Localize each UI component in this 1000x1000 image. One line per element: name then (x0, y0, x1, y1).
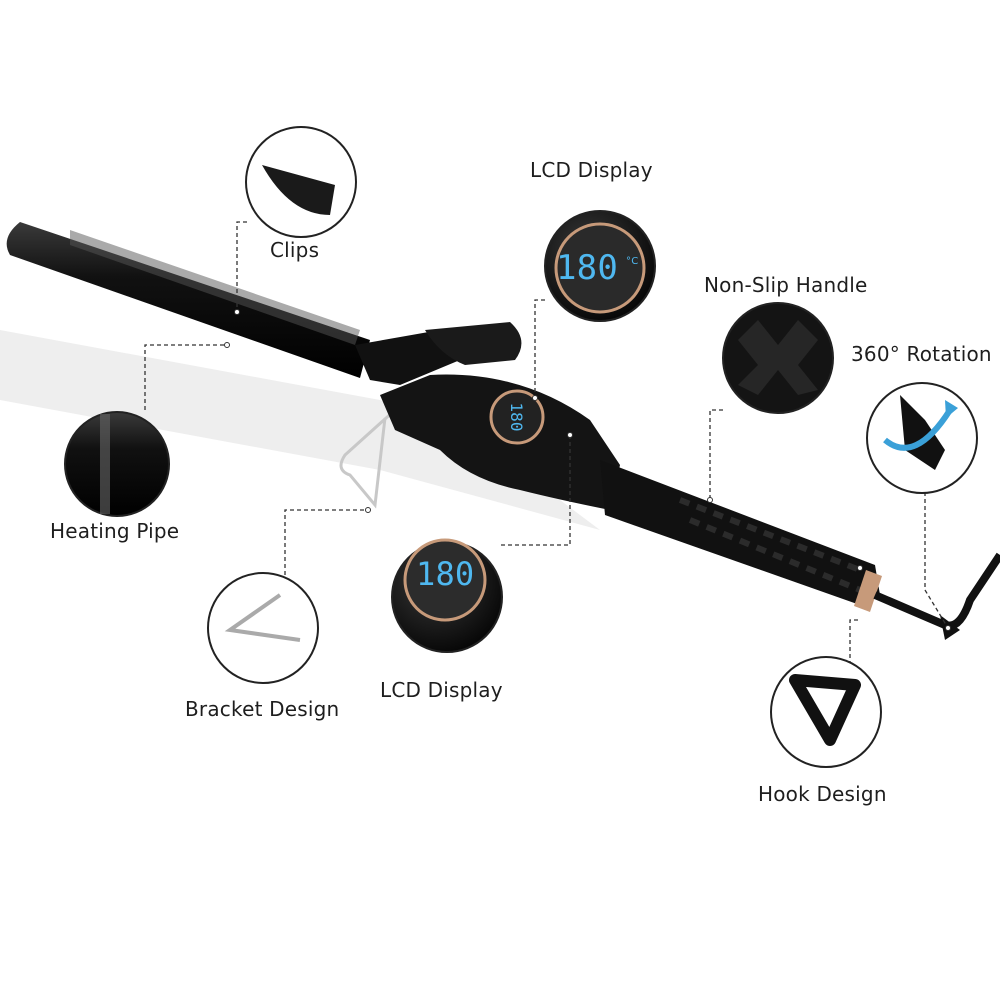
cord (873, 552, 1000, 630)
rotation-detail (866, 382, 978, 494)
label-hook-design: Hook Design (758, 782, 887, 806)
label-non-slip-handle: Non-Slip Handle (704, 273, 868, 297)
leader-lines (144, 221, 949, 665)
hook-detail (770, 656, 882, 768)
heating-pipe (6, 222, 371, 378)
label-heating-pipe: Heating Pipe (50, 519, 180, 543)
detail-circles (64, 126, 978, 768)
reflection (0, 330, 600, 530)
bracket (339, 408, 397, 509)
clips-detail (245, 126, 357, 238)
lcd-unit: °C (626, 256, 639, 267)
non-slip-handle (600, 460, 882, 612)
bracket-detail (207, 572, 319, 684)
label-bracket-design: Bracket Design (185, 697, 340, 721)
non-slip-detail (722, 302, 834, 414)
label-rotation: 360° Rotation (851, 342, 992, 366)
lcd-top-detail (544, 210, 656, 322)
heating-pipe-detail (64, 411, 170, 517)
device-body: 180 (380, 374, 620, 510)
label-lcd-top: LCD Display (530, 158, 653, 182)
label-clips: Clips (270, 238, 320, 262)
lcd-temperature: 180 (556, 248, 619, 288)
lcd-bottom-detail (391, 538, 503, 653)
label-lcd-bottom: LCD Display (380, 678, 503, 702)
lcd-temperature-bottom: 180 (416, 555, 475, 593)
body-lcd-readout: 180 (507, 403, 526, 432)
clip (355, 322, 522, 385)
